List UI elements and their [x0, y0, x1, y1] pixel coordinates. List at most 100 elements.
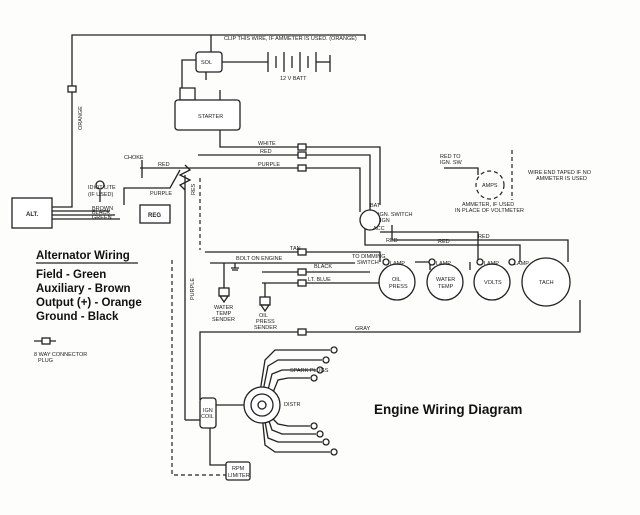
distributor: [243, 386, 281, 424]
red-wire-c: [391, 225, 569, 262]
lamp-water-temp: [428, 258, 436, 266]
ign-coil-label-2: COIL: [201, 414, 214, 420]
ign-label: IGN: [380, 218, 390, 224]
black-label: BLACK: [92, 210, 110, 216]
lamp-oil-press: [382, 258, 390, 266]
oil-press-sender: [259, 296, 271, 313]
ignition-switch: [359, 209, 381, 231]
rpm-label-2: LIMITER: [228, 473, 250, 479]
spark-lead-5: [261, 413, 330, 453]
bolt-on-engine-label: BOLT ON ENGINE: [236, 256, 283, 262]
red-a-label: RED: [386, 238, 398, 244]
legend-field: Field - Green: [36, 269, 106, 281]
ignition-coil: [199, 397, 217, 429]
black-mid-label: BLACK: [314, 264, 332, 270]
acc-label: ACC: [373, 226, 385, 232]
alt-label: ALT.: [26, 212, 39, 218]
spark-lead-4: [269, 377, 310, 401]
water-temp-gauge: [426, 263, 464, 301]
clip-note: CLIP THIS WIRE, IF AMMETER IS USED. (ORA…: [224, 36, 357, 42]
ign-coil-label-1: IGN: [203, 408, 213, 414]
ign-switch-label: IGN. SWITCH: [378, 212, 413, 218]
in-place-label: IN PLACE OF VOLTMETER: [455, 208, 524, 214]
red-b-label: RED: [438, 239, 450, 245]
water-sender-label-2: TEMP: [216, 311, 232, 317]
battery: [267, 52, 330, 72]
tach-gauge-label: TACH: [539, 280, 554, 286]
diagram-title: Engine Wiring Diagram: [374, 402, 522, 417]
legend-title: Alternator Wiring: [36, 250, 130, 262]
rpm-limiter: [225, 461, 251, 481]
spark-lead-8: [271, 417, 310, 427]
water-sender-label-1: WATER: [214, 305, 233, 311]
tan-wire: [205, 251, 381, 262]
oil-gauge-label: OIL: [392, 277, 401, 283]
sol-to-starter-wire: [181, 59, 196, 100]
spark-plugs-label: SPARK PLUGS: [290, 368, 329, 374]
water-temp-sender: [218, 287, 230, 304]
orange-label: ORANGE: [78, 106, 84, 130]
ign-sw-label: IGN. SW: [440, 160, 463, 166]
spark-lead-3: [265, 369, 316, 399]
oil-sender-label-3: SENDER: [254, 325, 277, 331]
coil-to-rpm-wire: [209, 428, 238, 466]
spark-lead-7: [267, 417, 316, 435]
wire-end-taped-label: WIRE END TAPED IF NO: [528, 170, 592, 176]
resistor: [178, 164, 192, 191]
engine-ground: [231, 263, 239, 271]
green-label: GREEN: [92, 215, 112, 221]
lamp-label-3: LAMP: [484, 261, 499, 267]
white-label: WHITE: [258, 141, 276, 147]
purple-reg-wire: [123, 169, 181, 205]
red-top-label: RED: [260, 149, 272, 155]
red-wire-a: [364, 225, 521, 262]
ammeter-used-label: AMMETER IS USED: [536, 176, 587, 182]
volts-gauge: [473, 263, 511, 301]
legend-output: Output (+) - Orange: [36, 297, 142, 309]
red-wire-b: [380, 231, 479, 260]
purple-vert-label: PURPLE: [190, 278, 196, 300]
res-label: RES: [191, 183, 197, 195]
legend-auxiliary: Auxiliary - Brown: [36, 283, 131, 295]
tan-label: TAN: [290, 246, 301, 252]
lamp-label-4: LAMP: [514, 261, 529, 267]
ammeter-if-used-label: AMMETER, IF USED: [462, 202, 514, 208]
legend-connector-symbol: [41, 337, 51, 345]
lt-blue-label: LT. BLUE: [308, 277, 331, 283]
volts-gauge-label: VOLTS: [484, 280, 502, 286]
solenoid: [195, 51, 223, 73]
brown-label: BROWN: [92, 206, 113, 212]
lamp-volts: [476, 258, 484, 266]
oil-press-gauge: [378, 263, 416, 301]
starter-motor: [174, 87, 241, 131]
idiot-lite-label: IDIOT LITE: [88, 185, 116, 191]
spark-lead-6: [263, 415, 322, 443]
purple-top-label: PURPLE: [258, 162, 280, 168]
purple-reg-label: PURPLE: [150, 191, 172, 197]
red-wire-top: [198, 154, 371, 210]
bat-label: BAT: [370, 203, 381, 209]
switch-label: SWITCH: [357, 260, 379, 266]
water-sender-label-3: SENDER: [212, 317, 235, 323]
gray-wire: [199, 300, 581, 400]
legend-ground: Ground - Black: [36, 311, 119, 323]
reg-label: REG: [148, 213, 161, 219]
lamp-label-1: LAMP: [390, 261, 405, 267]
starter-label: STARTER: [198, 114, 223, 120]
amps-label: AMPS: [482, 183, 498, 189]
connector-label-2: PLUG: [38, 358, 53, 364]
purple-wire-top: [140, 167, 361, 212]
lamp-tach: [508, 258, 516, 266]
rpm-limiter-dashed-wire: [171, 260, 238, 476]
lamp-link-1: [415, 261, 431, 270]
sol-label: SOL: [201, 60, 212, 66]
connector-symbols: [67, 85, 307, 336]
lamp-label-2: LAMP: [436, 261, 451, 267]
to-dimming-label: TO DIMMING: [352, 254, 386, 260]
distr-label: DISTR: [284, 402, 301, 408]
spark-lead-2: [261, 359, 322, 397]
red-c-label: RED: [478, 234, 490, 240]
water-gauge-label: WATER: [436, 277, 455, 283]
